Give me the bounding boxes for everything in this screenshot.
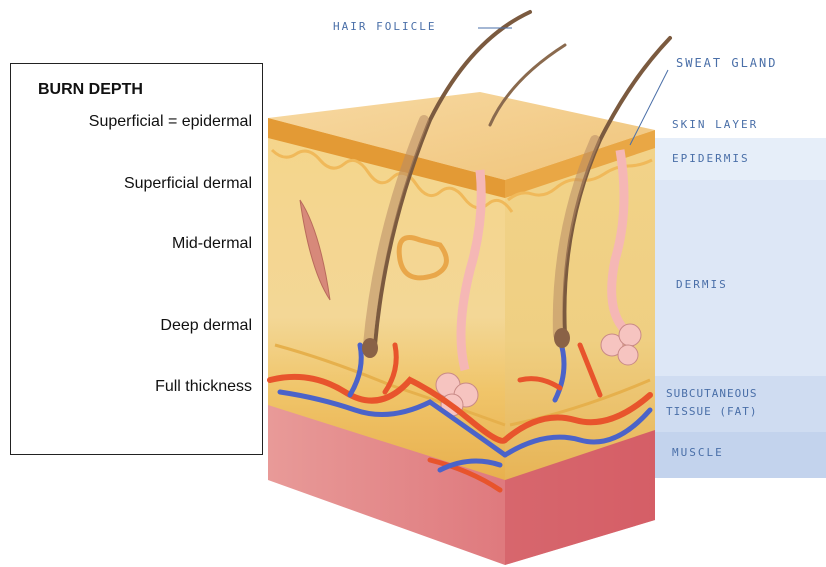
dermis-label: DERMIS xyxy=(676,278,728,291)
subcutaneous-label-line2: TISSUE (FAT) xyxy=(666,405,757,418)
burn-depth-title: BURN DEPTH xyxy=(38,81,143,99)
skin-layer-label: SKIN LAYER xyxy=(672,118,758,131)
burn-depth-full-thickness: Full thickness xyxy=(155,378,252,396)
muscle-label: MUSCLE xyxy=(672,446,724,459)
hair-follicle-label: HAIR FOLICLE xyxy=(333,20,436,33)
epidermis-label: EPIDERMIS xyxy=(672,152,750,165)
burn-depth-superficial: Superficial = epidermal xyxy=(89,113,252,131)
sweat-gland-label: SWEAT GLAND xyxy=(676,56,777,70)
burn-depth-deep-dermal: Deep dermal xyxy=(160,317,252,335)
burn-depth-mid-dermal: Mid-dermal xyxy=(172,235,252,253)
subcutaneous-label-line1: SUBCUTANEOUS xyxy=(666,387,757,400)
burn-depth-superficial-dermal: Superficial dermal xyxy=(124,175,252,193)
